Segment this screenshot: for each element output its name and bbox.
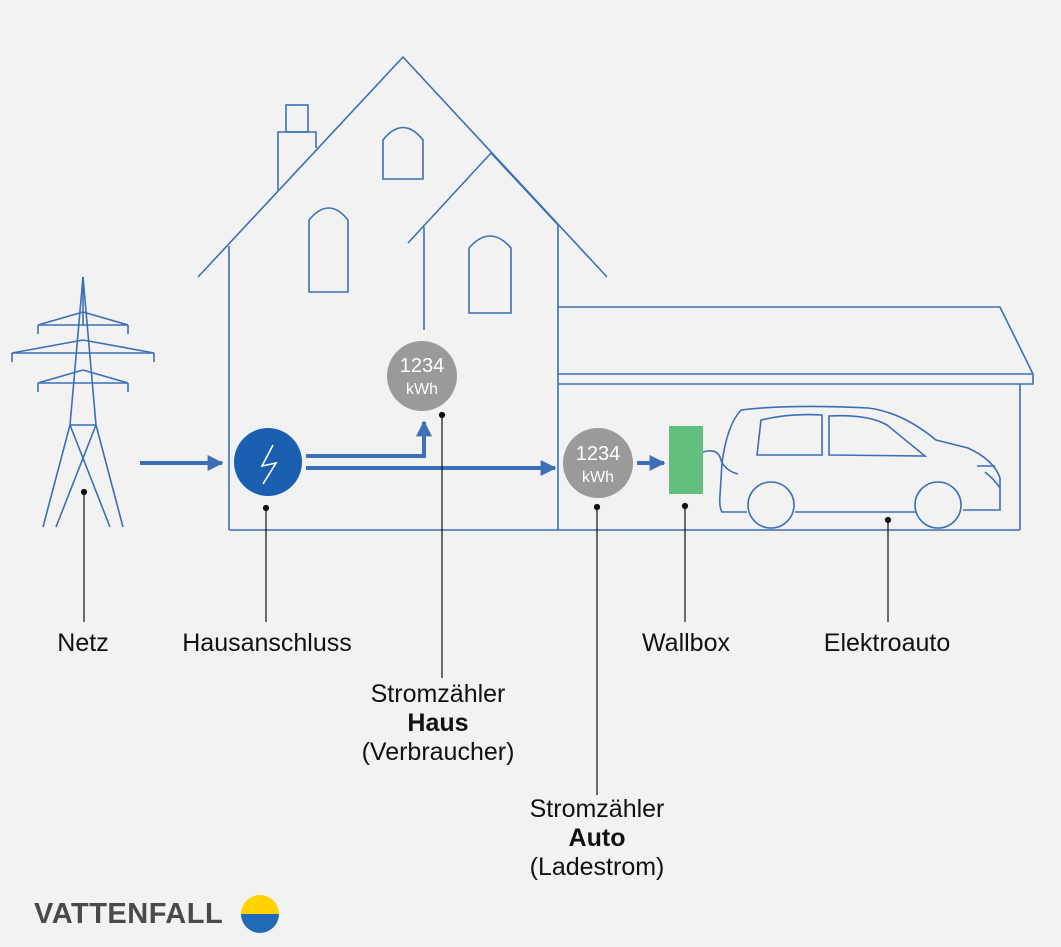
label-hausanschluss: Hausanschluss (182, 629, 352, 657)
pylon-icon (11, 276, 155, 528)
leader-lines (80, 411, 892, 795)
label-stromzaehler-haus-line3: (Verbraucher) (361, 738, 515, 766)
label-wallbox: Wallbox (642, 629, 730, 657)
garage-outline (558, 306, 1034, 530)
label-netz: Netz (57, 629, 109, 657)
label-stromzaehler-haus: Stromzähler Haus (Verbraucher) (362, 680, 515, 767)
label-stromzaehler-auto-line1: Stromzähler (529, 795, 665, 823)
meter-house-icon: 1234 kWh (387, 341, 457, 411)
house-outline (197, 55, 1020, 531)
flow-arrows (140, 420, 666, 476)
meter-house-unit: kWh (406, 381, 438, 398)
meter-car-value: 1234 (576, 443, 621, 465)
hausanschluss-icon (234, 428, 302, 496)
meter-car-unit: kWh (582, 469, 614, 486)
label-stromzaehler-auto-line2: Auto (568, 824, 626, 852)
label-stromzaehler-auto-line3: (Ladestrom) (529, 853, 665, 881)
label-stromzaehler-haus-line2: Haus (407, 709, 469, 737)
meter-house-value: 1234 (400, 355, 445, 377)
wallbox-icon (669, 426, 703, 494)
meter-car-icon: 1234 kWh (563, 428, 633, 498)
label-elektroauto: Elektroauto (823, 629, 951, 657)
vattenfall-logo-text: VATTENFALL (34, 898, 224, 930)
vattenfall-logo-icon (241, 895, 279, 933)
car-icon (702, 405, 1001, 529)
label-stromzaehler-haus-line1: Stromzähler (370, 680, 506, 708)
label-stromzaehler-auto: Stromzähler Auto (Ladestrom) (530, 795, 665, 882)
